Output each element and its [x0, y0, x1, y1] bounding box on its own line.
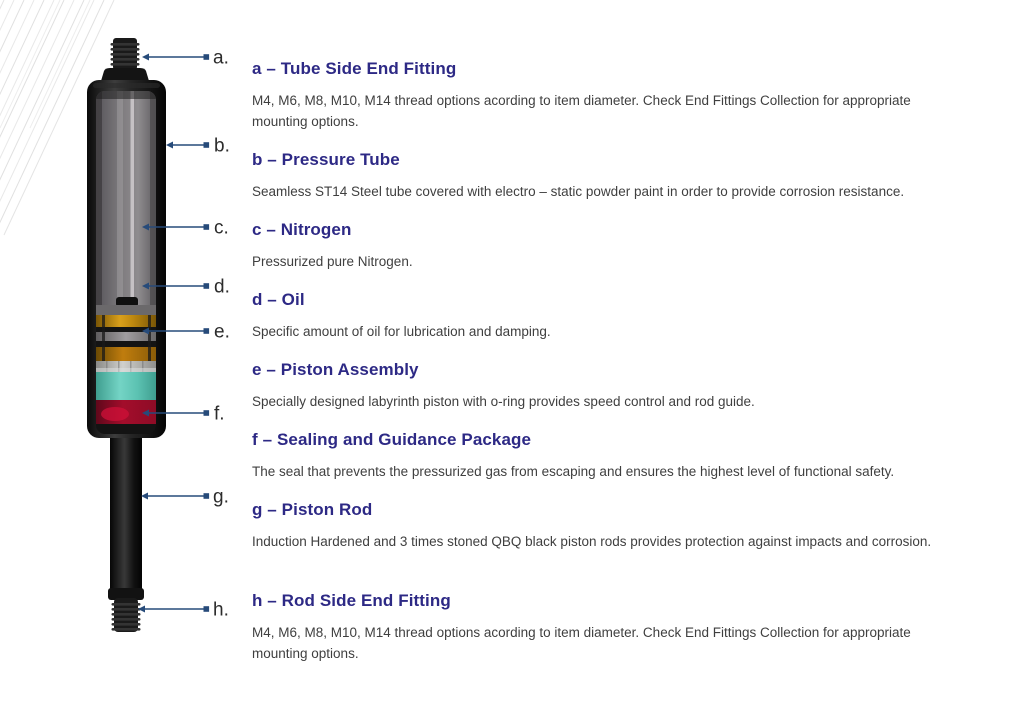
callout-a: a. [142, 48, 229, 69]
callout-label-c: c. [214, 218, 229, 239]
section-sealing-guidance-package: f – Sealing and Guidance Package The sea… [252, 429, 947, 482]
section-nitrogen: c – Nitrogen Pressurized pure Nitrogen. [252, 219, 947, 272]
callout-label-d: d. [214, 277, 230, 298]
section-heading-b: b – Pressure Tube [252, 150, 400, 169]
nitrogen-chamber [96, 91, 156, 315]
callout-label-f: f. [214, 404, 225, 425]
piston-assembly [96, 297, 156, 361]
section-body-b: Seamless ST14 Steel tube covered with el… [252, 184, 905, 199]
section-heading-c: c – Nitrogen [252, 220, 352, 239]
callout-label-g: g. [213, 487, 229, 508]
decorative-lines [0, 0, 115, 236]
section-body-d: Specific amount of oil for lubrication a… [252, 324, 551, 339]
cutaway-interior [96, 91, 156, 434]
gas-spring-diagram: a. b. c. d. e. [0, 0, 230, 632]
callout-e: e. [142, 322, 230, 343]
tube-side-thread [101, 38, 149, 84]
callout-f: f. [142, 404, 225, 425]
callout-c: c. [142, 218, 229, 239]
section-heading-h: h – Rod Side End Fitting [252, 591, 451, 610]
section-body-e: Specially designed labyrinth piston with… [252, 394, 755, 409]
callout-label-a: a. [213, 48, 229, 69]
piston-rod [108, 433, 144, 600]
section-heading-f: f – Sealing and Guidance Package [252, 430, 532, 449]
section-body-f: The seal that prevents the pressurized g… [252, 464, 895, 479]
callout-label-h: h. [213, 600, 229, 621]
section-heading-d: d – Oil [252, 290, 305, 309]
callout-d: d. [142, 277, 230, 298]
callout-b: b. [166, 136, 230, 157]
sealing-guidance-package [96, 361, 156, 434]
section-pressure-tube: b – Pressure Tube Seamless ST14 Steel tu… [252, 149, 947, 202]
section-heading-e: e – Piston Assembly [252, 360, 419, 379]
section-tube-side-end-fitting: a – Tube Side End Fitting M4, M6, M8, M1… [252, 58, 947, 132]
callout-label-b: b. [214, 136, 230, 157]
section-body-g: Induction Hardened and 3 times stoned QB… [252, 534, 932, 549]
section-heading-a: a – Tube Side End Fitting [252, 59, 457, 78]
section-oil: d – Oil Specific amount of oil for lubri… [252, 289, 947, 342]
section-heading-g: g – Piston Rod [252, 500, 373, 519]
section-piston-rod: g – Piston Rod Induction Hardened and 3 … [252, 499, 947, 552]
callout-h: h. [138, 600, 229, 621]
section-body-a: M4, M6, M8, M10, M14 thread options acor… [252, 93, 911, 129]
callout-g: g. [141, 487, 229, 508]
section-piston-assembly: e – Piston Assembly Specially designed l… [252, 359, 947, 412]
section-body-h: M4, M6, M8, M10, M14 thread options acor… [252, 625, 911, 661]
callout-label-e: e. [214, 322, 230, 343]
section-rod-side-end-fitting: h – Rod Side End Fitting M4, M6, M8, M10… [252, 590, 947, 664]
rod-side-thread [111, 598, 141, 632]
section-body-c: Pressurized pure Nitrogen. [252, 254, 413, 269]
